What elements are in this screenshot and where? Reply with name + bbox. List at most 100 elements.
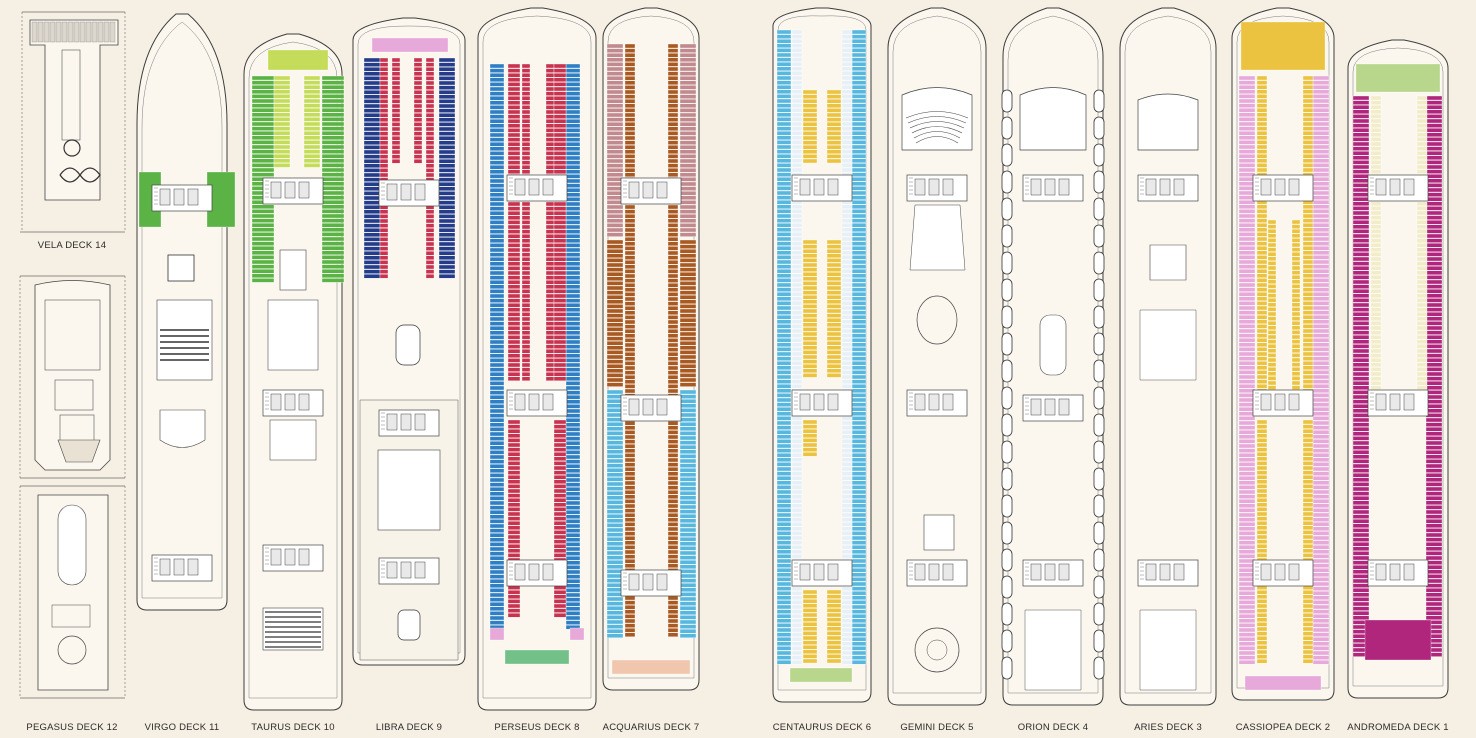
libra-pool-aft: [397, 609, 421, 641]
cabin-cell: [1256, 149, 1268, 154]
cabin-cell: [565, 229, 581, 234]
cabin-cell: [1370, 132, 1382, 137]
cabin-cell: [851, 259, 867, 265]
cabin-cell: [425, 67, 435, 72]
elevator-shaft: [642, 181, 654, 199]
cabin-cell: [1352, 100, 1370, 105]
cabin-cell: [321, 209, 345, 214]
cabin-cell: [1291, 307, 1301, 312]
cabin-cell: [379, 209, 389, 214]
cabin-cell: [802, 658, 818, 664]
cabin-cell: [1312, 402, 1330, 407]
cabin-cell: [553, 261, 567, 266]
cabin-cell: [379, 269, 389, 274]
cabin-cell: [791, 259, 803, 265]
cabin-cell: [776, 172, 792, 177]
cabin-cell: [826, 149, 842, 154]
cabin-cell: [841, 489, 853, 495]
cabin-cell: [1425, 210, 1443, 216]
deck-label-andromeda: ANDROMEDA DECK 1: [1347, 722, 1449, 733]
cabin-cell: [679, 218, 697, 223]
cabin-cell: [851, 250, 867, 255]
cabin-cell: [507, 442, 521, 448]
cabin-cell: [667, 352, 679, 357]
cabin-cell: [1256, 328, 1268, 334]
cabin-cell: [321, 264, 345, 269]
cabin-cell: [791, 430, 803, 435]
cabin-cell: [438, 168, 456, 173]
cabin-cell: [851, 43, 867, 48]
cabin-cell: [851, 112, 867, 117]
virgo-hull-inner: [141, 21, 223, 599]
orion-lifeboat-left: [1001, 629, 1013, 653]
cabin-cell: [1238, 646, 1256, 651]
cabin-cell: [1416, 247, 1428, 252]
cabin-cell: [624, 365, 636, 371]
cabin-cell: [1256, 484, 1268, 489]
cabin-cell: [1312, 425, 1330, 430]
cabin-cell: [776, 296, 792, 301]
cabin-cell: [489, 353, 505, 358]
cabin-cell: [1425, 427, 1443, 432]
cabin-cell: [841, 545, 853, 550]
cabin-cell: [1312, 112, 1330, 117]
elevator-shaft: [942, 178, 954, 196]
elevator-shaft: [528, 563, 540, 581]
gemini-atrium: [909, 204, 966, 271]
cabin-cell: [679, 445, 697, 450]
cabin-cell: [565, 128, 581, 133]
cabin-cell: [565, 261, 581, 266]
cabin-cell: [1312, 614, 1330, 619]
cabin-cell: [1291, 344, 1301, 349]
orion-lifeboat-right: [1093, 197, 1105, 221]
cabin-cell: [321, 204, 345, 209]
cabin-cell: [521, 326, 531, 331]
cabin-cell: [507, 525, 521, 530]
cabin-cell: [521, 82, 531, 87]
cabin-cell: [1302, 135, 1314, 140]
cabin-cell: [1352, 174, 1370, 179]
cabin-cell: [606, 364, 624, 369]
cabin-cell: [1312, 453, 1330, 458]
cabin-cell: [679, 564, 697, 569]
cabin-cell: [841, 71, 853, 76]
cabin-cell: [413, 131, 423, 136]
cabin-cell: [1238, 177, 1256, 182]
cabin-cell: [1352, 128, 1370, 133]
cabin-cell: [1425, 578, 1443, 584]
cabin-cell: [679, 168, 697, 173]
cabin-cell: [679, 140, 697, 145]
cabin-cell: [1352, 183, 1370, 188]
cabin-cell: [606, 267, 624, 272]
cabin-cell: [413, 76, 423, 81]
cabin-cell: [545, 307, 555, 312]
cabin-cell: [791, 535, 803, 541]
cabin-cell: [1302, 269, 1314, 274]
cabin-cell: [1302, 213, 1314, 219]
cabin-cell: [1352, 114, 1370, 119]
deck-label-taurus: TAURUS DECK 10: [251, 722, 335, 733]
cabin-cell: [413, 67, 423, 72]
elevator-shaft: [813, 178, 825, 196]
cabin-cell: [1291, 252, 1301, 257]
cabin-cell: [521, 114, 531, 119]
cabin-cell: [438, 126, 456, 132]
cabin-cell: [776, 448, 792, 453]
cabin-cell: [553, 142, 567, 147]
cabin-cell: [553, 123, 567, 128]
cabin-cell: [1370, 266, 1382, 271]
cabin-cell: [438, 274, 456, 279]
cabin-cell: [1416, 141, 1428, 147]
cabin-cell: [667, 296, 679, 302]
cabin-cell: [489, 68, 505, 73]
cabin-cell: [438, 223, 456, 228]
cabin-cell: [851, 131, 867, 136]
cabin-cell: [1370, 358, 1382, 363]
cabin-cell: [1425, 473, 1443, 478]
perseus-pink-aft-right: [569, 627, 585, 641]
cabin-cell: [841, 204, 853, 209]
cabin-cell: [1238, 94, 1256, 99]
cabin-cell: [667, 421, 679, 426]
cabin-cell: [606, 195, 624, 200]
cabin-cell: [565, 224, 581, 230]
